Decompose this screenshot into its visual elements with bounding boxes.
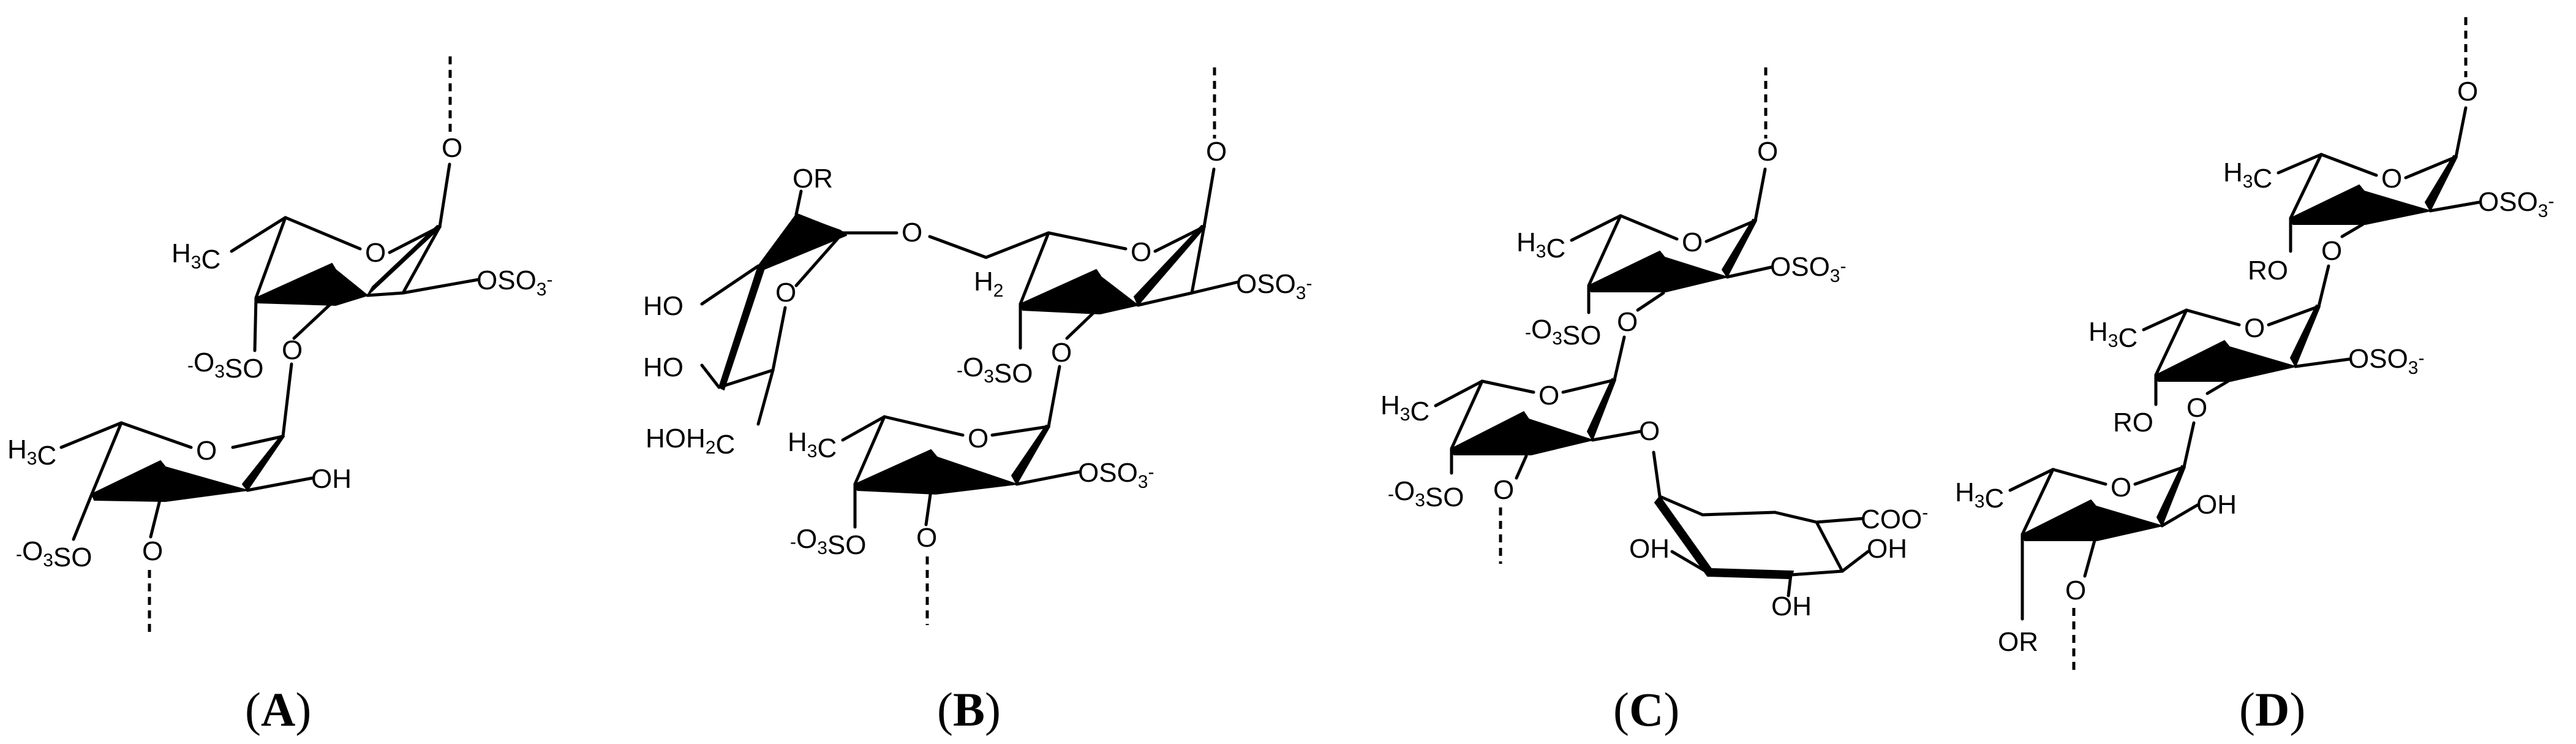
atom-label: O (1051, 338, 1072, 368)
atom-label: OH (1771, 591, 1812, 621)
atom-label: O (1639, 416, 1660, 446)
atom-label: -O3SO (187, 347, 264, 384)
captions: (A) (B) (C) (D) (245, 683, 2305, 736)
atom-label: OR (793, 164, 833, 194)
atom-label: O (902, 218, 922, 248)
atom-label: COO- (1861, 503, 1928, 534)
atom-label: O (916, 523, 937, 553)
atom-label: O (196, 436, 217, 466)
atom-label: O (1206, 137, 1227, 167)
atom-label: RO (2248, 256, 2288, 286)
atom-label: O (2244, 313, 2265, 343)
atom-label: OR (1998, 627, 2038, 657)
atom-label: O (365, 238, 386, 268)
atom-label: OH (1629, 534, 1670, 564)
atom-label: O (1538, 381, 1559, 411)
atom-label: H3C (2223, 158, 2272, 194)
atom-label: HO (643, 352, 684, 382)
atom-label: O (2321, 236, 2342, 266)
atom-label: H3C (788, 427, 837, 463)
caption-d: (D) (2239, 683, 2305, 736)
atom-label: OH (2196, 490, 2237, 520)
atom-label: HO (643, 291, 684, 321)
atom-label: O (442, 133, 462, 163)
atom-label: O (1131, 237, 1151, 267)
caption-b: (B) (937, 683, 1001, 736)
atom-label: O (2065, 575, 2086, 605)
atom-label: OSO3- (1236, 269, 1312, 303)
atom-label: O (2381, 164, 2402, 194)
atom-label: OH (1867, 534, 1907, 564)
atom-label: -O3SO (1388, 476, 1464, 512)
atom-label: HOH2C (646, 423, 735, 460)
atom-label: OSO3- (1078, 458, 1154, 492)
atom-label: O (2186, 393, 2207, 423)
caption-c: (C) (1613, 683, 1679, 736)
atom-label: H3C (171, 238, 220, 275)
atom-label: O (1757, 137, 1778, 167)
atom-label: OSO3- (476, 265, 552, 300)
atom-label: H2 (974, 267, 1003, 301)
caption-letter: D (2255, 683, 2289, 736)
atom-label: H3C (1516, 227, 1565, 264)
atom-label: O (2457, 77, 2478, 107)
atom-label: H3C (1955, 477, 2004, 514)
panel-c: O O OSO3- H3C -O3SO O O O H3C -O3SO O (1380, 67, 1928, 621)
atom-label: -O3SO (957, 352, 1033, 389)
atom-label: O (142, 536, 163, 566)
atom-label: O (1493, 475, 1514, 505)
caption-letter: A (261, 683, 295, 736)
panel-d: O O OSO3- H3C RO O O OSO3- H3C RO O (1955, 17, 2554, 672)
atom-label: O (1682, 227, 1703, 257)
atom-label: H3C (1380, 390, 1429, 427)
atom-label: H3C (2088, 317, 2137, 353)
caption-letter: B (953, 683, 985, 736)
atom-label: O (968, 423, 989, 454)
atom-label: RO (2113, 408, 2153, 438)
panel-a: O O OSO3- H3C -O3SO O O OH H3C -O3SO O (7, 56, 552, 637)
atom-label: OH (311, 464, 352, 494)
atom-label: OSO3- (2478, 187, 2554, 221)
caption-letter: C (1629, 683, 1663, 736)
atom-label: OSO3- (1770, 252, 1846, 286)
atom-label: O (1617, 307, 1638, 337)
atom-label: O (775, 278, 796, 308)
panel-b: O O OSO3- H2 O -O3SO O OR O HO HO (643, 67, 1312, 625)
atom-label: -O3SO (1525, 314, 1602, 351)
atom-label: O (282, 335, 303, 365)
atom-label: -O3SO (16, 536, 92, 572)
atom-label: O (2111, 473, 2131, 503)
caption-a: (A) (245, 683, 311, 736)
atom-label: -O3SO (790, 524, 867, 560)
atom-label: OSO3- (2348, 344, 2424, 378)
atom-label: H3C (7, 435, 56, 471)
